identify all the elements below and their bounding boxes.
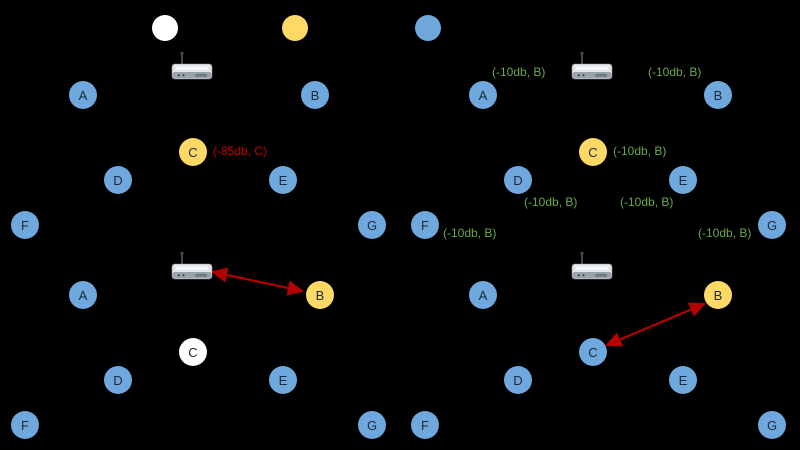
node-bottom-right-f: F [411,411,439,439]
node-top-left-c: C [179,138,207,166]
node-top-right-f: F [411,211,439,239]
node-top-left-e: E [269,166,297,194]
node-top-right-c: C [579,138,607,166]
wifi-router-icon-top-right [571,51,613,80]
node-bottom-right-d: D [504,366,532,394]
node-bottom-left-g: G [358,411,386,439]
node-top-right-b: B [704,81,732,109]
signal-label-top-right-6: (-10db, B) [698,226,752,240]
legend-node-blue [415,15,441,41]
node-top-right-g: G [758,211,786,239]
node-top-left-b: B [301,81,329,109]
node-bottom-left-d: D [104,366,132,394]
signal-arrow-bottom-right-0 [604,302,707,347]
signal-label-top-left-0: (-85db, C) [213,144,268,158]
signal-arrow-bottom-left-0 [210,267,305,296]
node-top-left-a: A [69,81,97,109]
signal-label-top-right-2: (-10db, B) [613,144,667,158]
node-top-left-f: F [11,211,39,239]
node-top-right-d: D [504,166,532,194]
signal-label-top-right-1: (-10db, B) [648,65,702,79]
node-bottom-left-f: F [11,411,39,439]
wifi-router-icon-bottom-left [171,251,213,280]
node-bottom-right-e: E [669,366,697,394]
signal-label-top-right-4: (-10db, B) [620,195,674,209]
legend-node-white [152,15,178,41]
node-bottom-right-g: G [758,411,786,439]
signal-label-top-right-0: (-10db, B) [492,65,546,79]
node-bottom-left-e: E [269,366,297,394]
node-bottom-left-c: C [179,338,207,366]
node-bottom-right-c: C [579,338,607,366]
signal-label-top-right-5: (-10db, B) [443,226,497,240]
signal-label-top-right-3: (-10db, B) [524,195,578,209]
wifi-router-icon-top-left [171,51,213,80]
node-bottom-right-b: B [704,281,732,309]
legend-node-yellow [282,15,308,41]
node-top-left-g: G [358,211,386,239]
node-bottom-left-a: A [69,281,97,309]
node-bottom-left-b: B [306,281,334,309]
node-top-right-e: E [669,166,697,194]
wifi-router-icon-bottom-right [571,251,613,280]
node-top-right-a: A [469,81,497,109]
node-top-left-d: D [104,166,132,194]
node-bottom-right-a: A [469,281,497,309]
